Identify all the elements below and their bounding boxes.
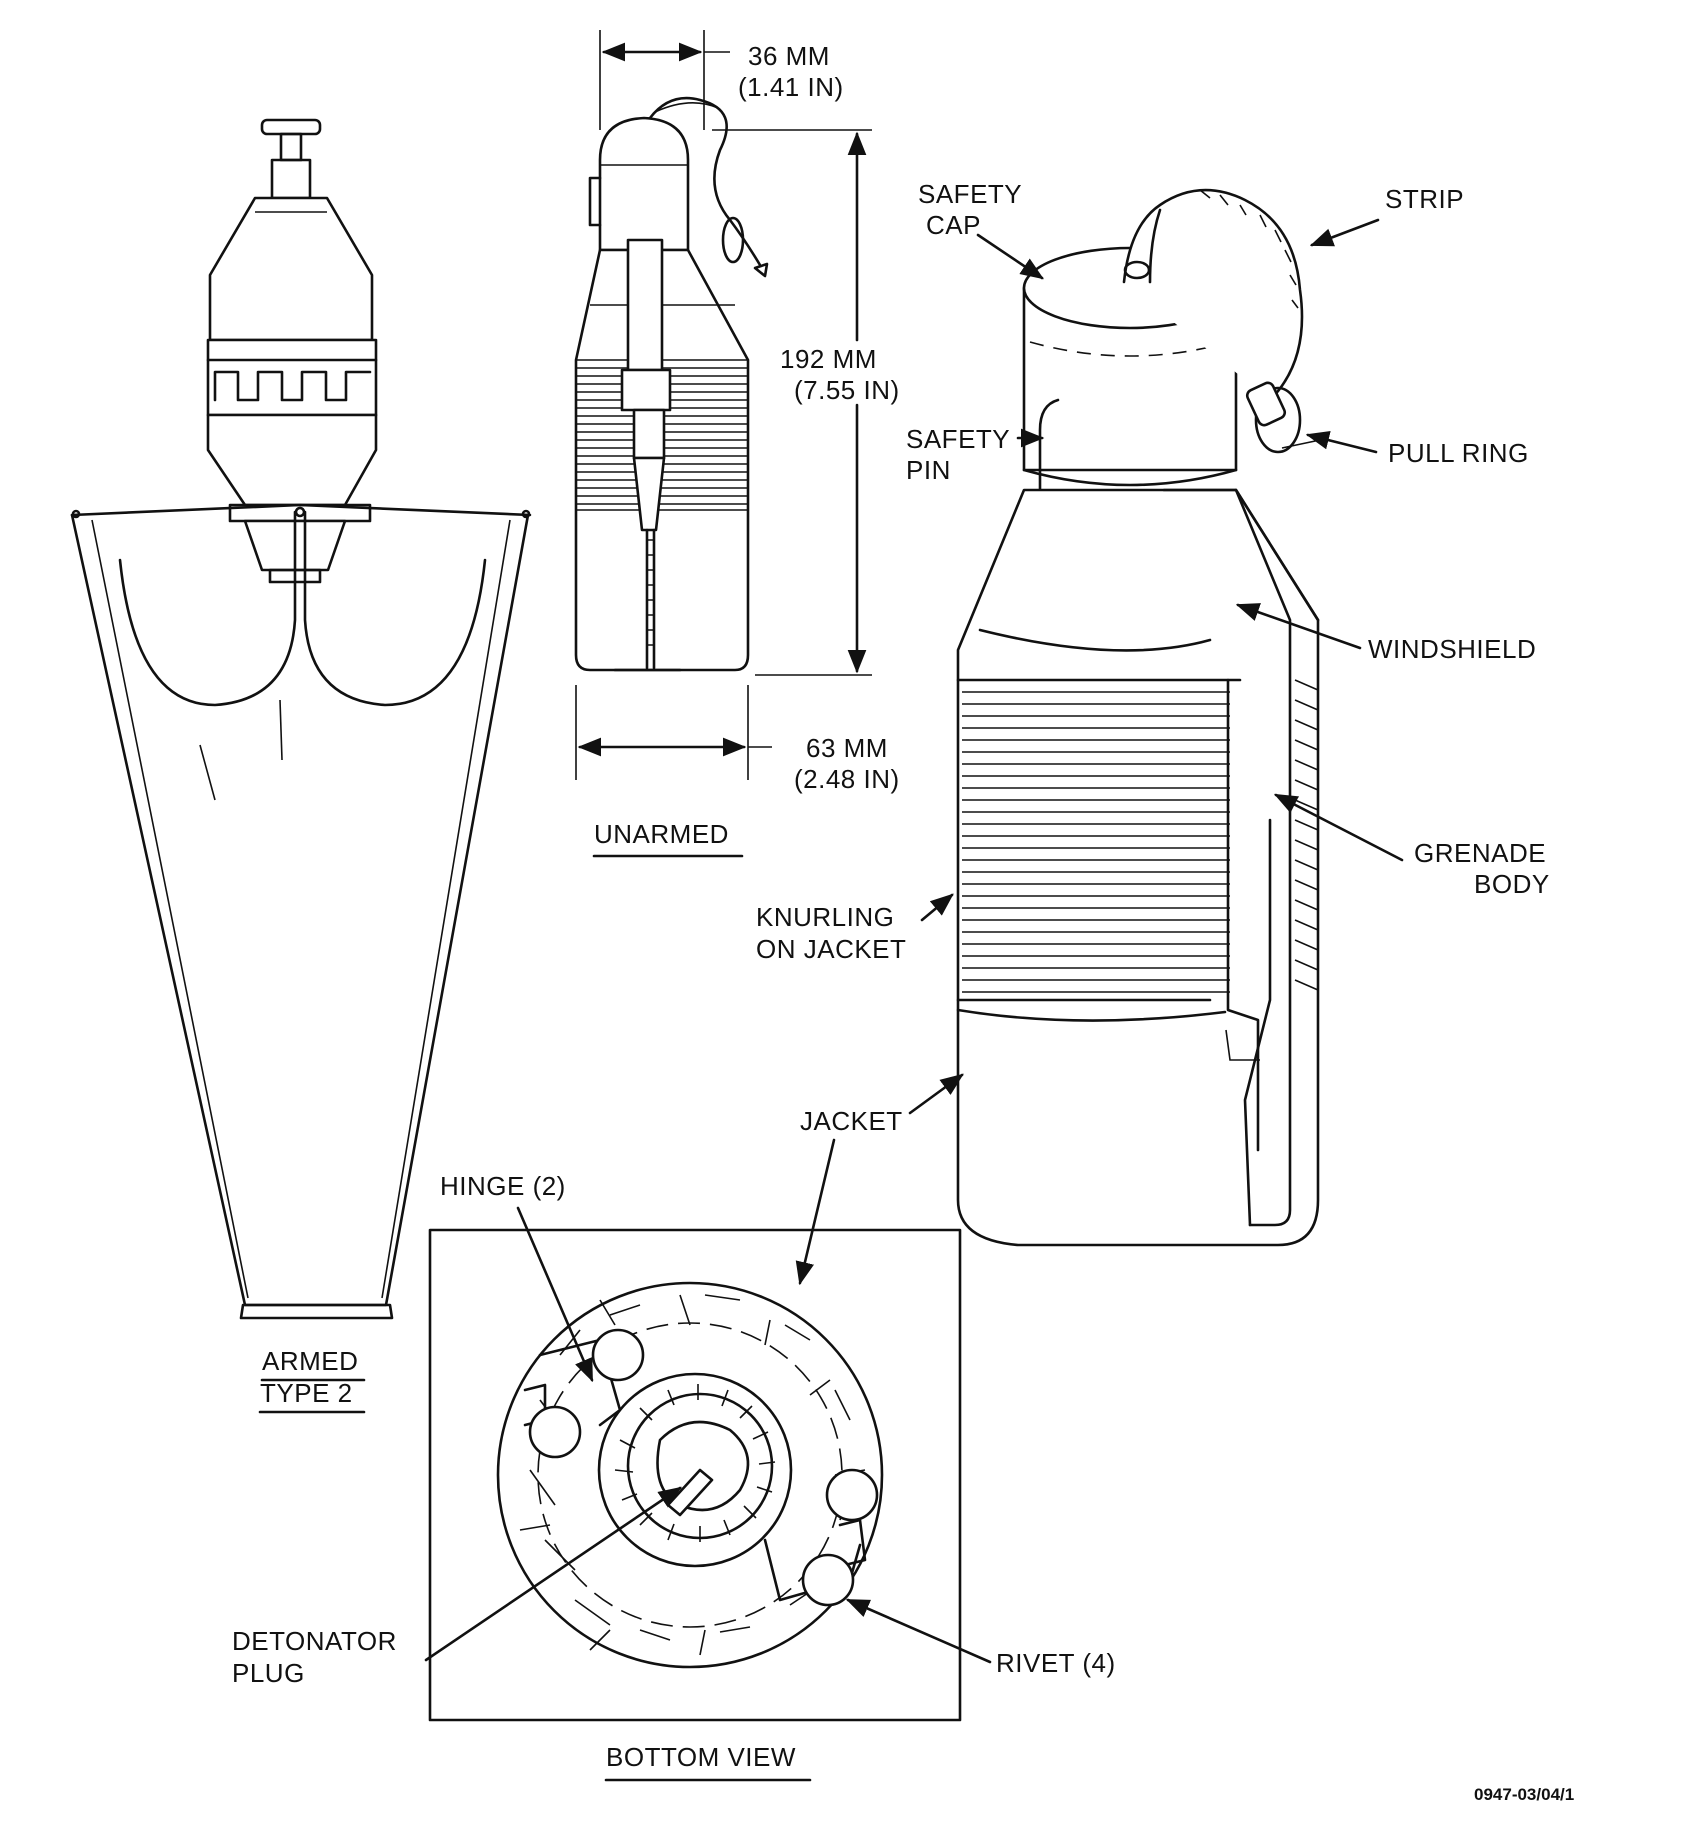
dimension-lines (575, 30, 872, 780)
callout-detonator-plug-line1: DETONATOR (232, 1626, 397, 1656)
callout-knurling-line2: ON JACKET (756, 934, 906, 964)
callout-detonator-plug-line2: PLUG (232, 1658, 305, 1688)
callout-jacket: JACKET (800, 1106, 903, 1136)
callout-rivet: RIVET (4) (996, 1648, 1116, 1678)
armed-grenade-drawing (70, 118, 532, 1320)
dim-height-in: (7.55 IN) (794, 375, 900, 405)
dim-top-mm: 36 MM (748, 41, 830, 71)
dim-bottom-in: (2.48 IN) (794, 764, 900, 794)
armed-label-line1: ARMED (262, 1346, 358, 1376)
grenade-3d-drawing (956, 188, 1321, 1247)
callout-hinge: HINGE (2) (440, 1171, 566, 1201)
callout-leaders-3d (908, 218, 1404, 1115)
callout-windshield: WINDSHIELD (1368, 634, 1536, 664)
bottom-view-drawing (428, 1228, 962, 1722)
armed-label-line2: TYPE 2 (260, 1378, 353, 1408)
dim-top-in: (1.41 IN) (738, 72, 844, 102)
unarmed-grenade-drawing (574, 96, 769, 672)
bottom-view-label: BOTTOM VIEW (606, 1742, 796, 1772)
callout-grenade-body-line2: BODY (1474, 869, 1550, 899)
dim-bottom-mm: 63 MM (806, 733, 888, 763)
callout-pull-ring: PULL RING (1388, 438, 1529, 468)
dim-height-mm: 192 MM (780, 344, 877, 374)
callout-strip: STRIP (1385, 184, 1464, 214)
callout-knurling-line1: KNURLING (756, 902, 894, 932)
callout-safety-cap-line1: SAFETY (918, 179, 1022, 209)
figure-id: 0947-03/04/1 (1474, 1785, 1574, 1804)
callout-safety-cap-line2: CAP (926, 210, 981, 240)
grenade-3d-knurling (956, 678, 1319, 1002)
callout-safety-pin-line2: PIN (906, 455, 951, 485)
callout-grenade-body-line1: GRENADE (1414, 838, 1546, 868)
callout-safety-pin-line1: SAFETY (906, 424, 1010, 454)
callout-leaders-bottom (424, 1138, 992, 1664)
unarmed-label: UNARMED (594, 819, 729, 849)
